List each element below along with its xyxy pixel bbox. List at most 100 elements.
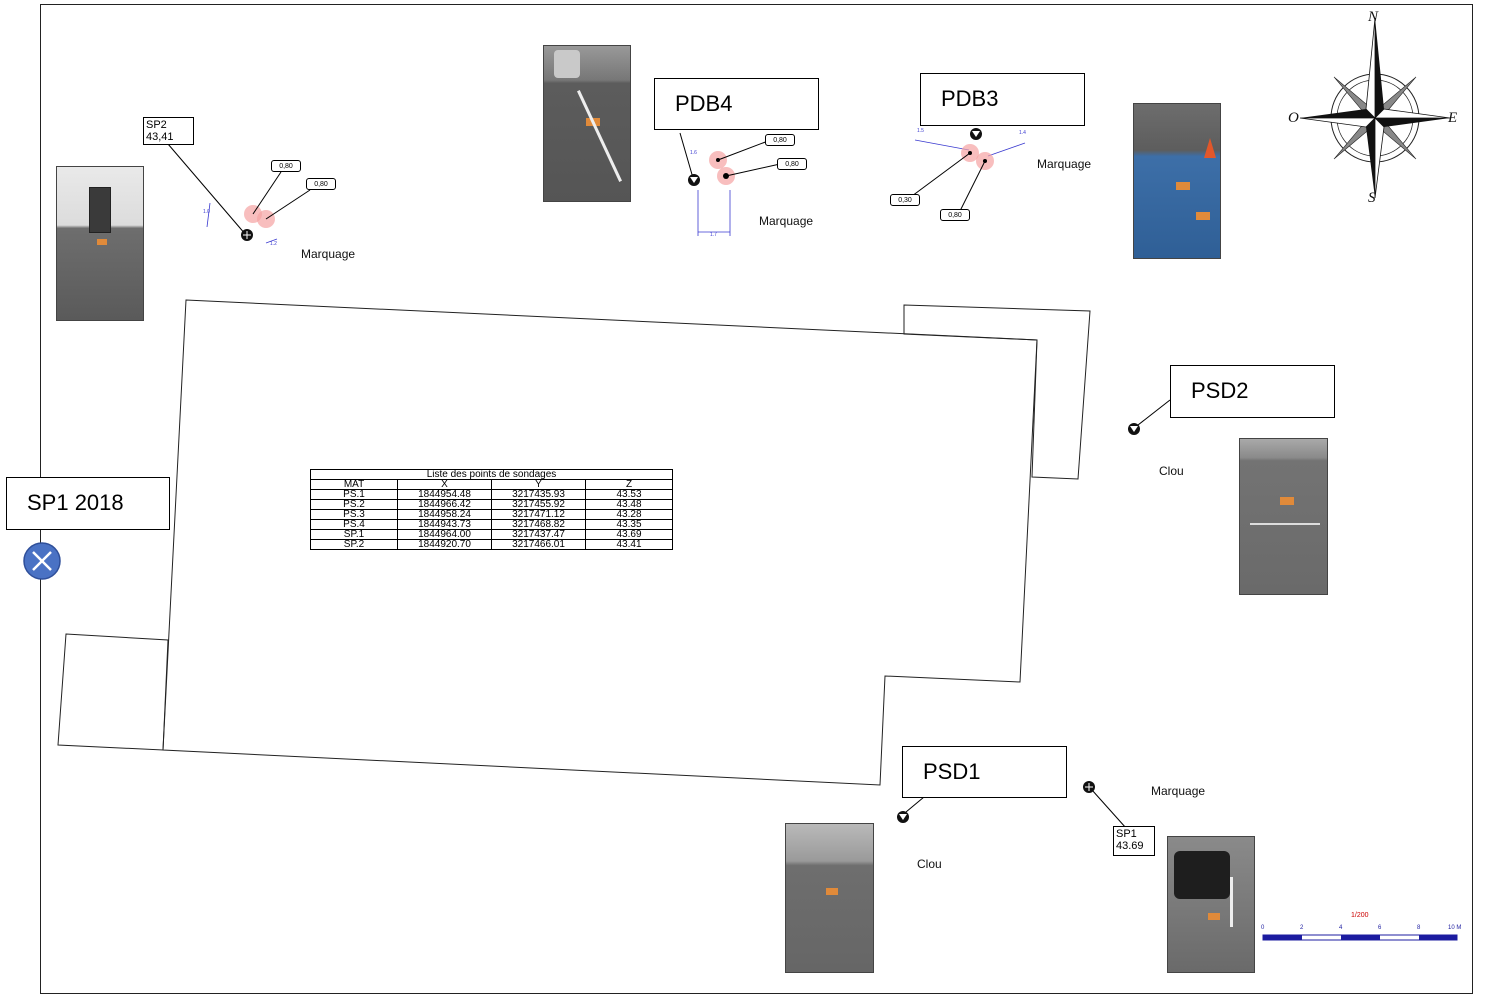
marking-point xyxy=(968,151,972,155)
table-cell: 3217437.47 xyxy=(491,529,586,540)
sp1-2018-cross xyxy=(32,551,52,571)
photo-door xyxy=(89,187,111,233)
marquage-label: Marquage xyxy=(301,247,356,261)
depth-tag: 0,80 xyxy=(940,209,970,221)
sp1-label: SP1 43.69 xyxy=(1113,826,1155,856)
table-cell: 1844943.73 xyxy=(397,519,492,530)
pdb3-point-triangle xyxy=(972,131,980,137)
label-pdb4: PDB4 xyxy=(654,78,819,130)
pdb4-point-triangle xyxy=(690,177,698,183)
scale-tick: 4 xyxy=(1339,925,1343,931)
sp2-name: SP2 xyxy=(146,119,167,131)
table-row: PS.4 1844943.73 3217468.82 43.35 xyxy=(310,519,673,530)
dimension-text: 1.5 xyxy=(917,128,924,134)
clou-label: Clou xyxy=(917,857,942,871)
tag-leader xyxy=(959,160,986,212)
photo-car xyxy=(1174,851,1230,899)
photo-psd2-location xyxy=(1239,438,1328,595)
table-cell: 1844966.42 xyxy=(397,499,492,510)
psd2-point-triangle xyxy=(1130,426,1138,432)
table-cell: 3217468.82 xyxy=(491,519,586,530)
scale-tick: 6 xyxy=(1378,925,1382,931)
compass-west-label: O xyxy=(1288,110,1299,126)
psd1-leader-line xyxy=(905,796,925,813)
photo-marking xyxy=(1176,182,1190,190)
photo-marking xyxy=(1280,497,1294,505)
table-cell: 1844954.48 xyxy=(397,489,492,500)
tag-leader xyxy=(911,152,971,197)
table-cell: 3217471.12 xyxy=(491,509,586,520)
dimension-line xyxy=(987,142,1026,157)
table-cell: PS.1 xyxy=(310,489,398,500)
table-title: Liste des points de sondages xyxy=(310,469,673,480)
tag-leader xyxy=(252,171,282,215)
marquage-label: Marquage xyxy=(1151,784,1206,798)
table-header-row: MAT X Y Z xyxy=(310,479,673,490)
annex-right-outline xyxy=(903,304,1091,480)
tag-leader xyxy=(717,140,769,161)
compass-east-label: E xyxy=(1448,110,1458,126)
table-cell: 1844958.24 xyxy=(397,509,492,520)
survey-points-table: Liste des points de sondages MAT X Y Z P… xyxy=(310,469,673,550)
sp2-label: SP2 43,41 xyxy=(143,117,194,145)
scale-tick: 10 M xyxy=(1448,925,1462,931)
table-header: MAT xyxy=(310,479,398,490)
sp1-elevation: 43.69 xyxy=(1116,840,1144,852)
clou-label: Clou xyxy=(1159,464,1184,478)
marquage-label: Marquage xyxy=(1037,157,1092,171)
depth-tag: 0,80 xyxy=(306,178,336,190)
photo-line xyxy=(1250,523,1320,525)
marking-point xyxy=(723,173,729,179)
dimension-text: 1.7 xyxy=(710,232,717,238)
marking-point xyxy=(983,159,987,163)
dimension-text: 1.6 xyxy=(690,150,697,156)
marking-point xyxy=(716,158,720,162)
table-cell: 43.41 xyxy=(585,539,673,550)
photo-marking xyxy=(826,888,838,895)
table-row: PS.2 1844966.42 3217455.92 43.48 xyxy=(310,499,673,510)
table-header: X xyxy=(397,479,492,490)
dimension-line xyxy=(206,202,211,228)
scale-tick: 8 xyxy=(1417,925,1421,931)
photo-marking xyxy=(97,239,107,245)
table-cell: 43.69 xyxy=(585,529,673,540)
sp2-elevation: 43,41 xyxy=(146,131,174,143)
dimension-text: 1.0 xyxy=(203,209,210,215)
annex-left-outline xyxy=(57,633,169,751)
photo-pdb4-location xyxy=(543,45,631,202)
tag-leader xyxy=(725,163,781,177)
sp2-leader-line xyxy=(167,143,247,236)
compass-rose xyxy=(1299,17,1451,199)
label-pdb3: PDB3 xyxy=(920,73,1085,126)
table-row: PS.3 1844958.24 3217471.12 43.28 xyxy=(310,509,673,520)
table-cell: PS.4 xyxy=(310,519,398,530)
psd2-leader-line xyxy=(1137,399,1171,426)
table-cell: PS.2 xyxy=(310,499,398,510)
table-title-row: Liste des points de sondages xyxy=(310,469,673,480)
scale-bar xyxy=(1262,934,1458,941)
depth-tag: 0,80 xyxy=(271,160,301,172)
table-cell: 43.35 xyxy=(585,519,673,530)
dimension-text: 1.4 xyxy=(1019,130,1026,136)
table-cell: SP.1 xyxy=(310,529,398,540)
table-cell: 3217435.93 xyxy=(491,489,586,500)
marquage-label: Marquage xyxy=(759,214,814,228)
pdb4-leader-line xyxy=(679,132,694,179)
label-psd2: PSD2 xyxy=(1170,365,1335,418)
photo-line xyxy=(1230,877,1233,927)
photo-car xyxy=(554,50,580,78)
table-cell: 1844920.70 xyxy=(397,539,492,550)
sp1-name: SP1 xyxy=(1116,828,1137,840)
compass-north-label: N xyxy=(1368,9,1379,25)
scale-tick: 2 xyxy=(1300,925,1304,931)
depth-tag: 0,30 xyxy=(890,194,920,206)
table-row: SP.1 1844964.00 3217437.47 43.69 xyxy=(310,529,673,540)
table-header: Z xyxy=(585,479,673,490)
photo-sp2-location xyxy=(56,166,144,321)
compass-south-label: S xyxy=(1368,190,1376,206)
table-cell: SP.2 xyxy=(310,539,398,550)
table-cell: 3217466.01 xyxy=(491,539,586,550)
table-cell: 3217455.92 xyxy=(491,499,586,510)
photo-cone xyxy=(1204,138,1216,158)
table-header: Y xyxy=(491,479,586,490)
